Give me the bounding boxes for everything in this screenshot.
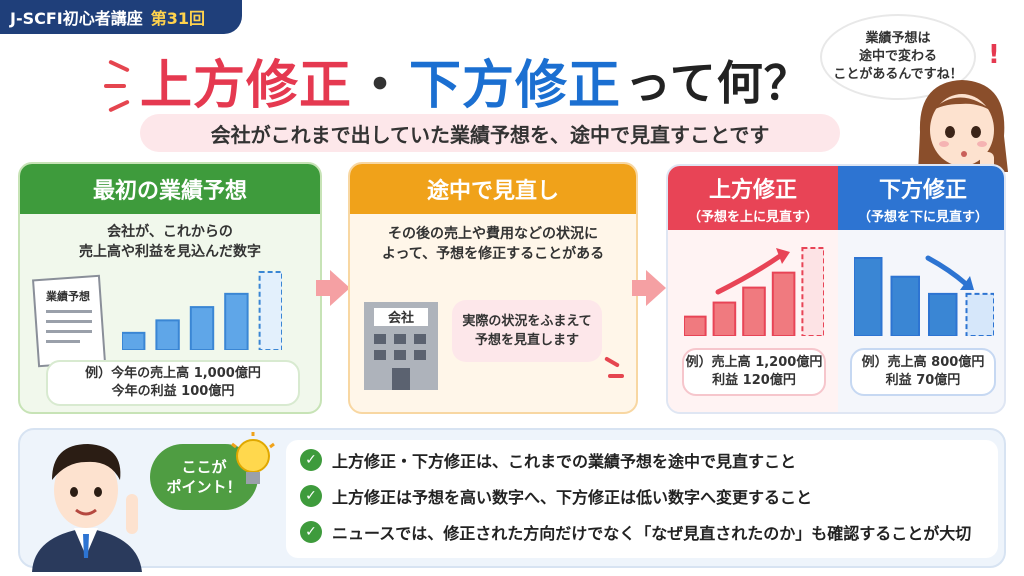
- card-revision-types: 上方修正 （予想を上に見直す） 下方修正 （予想を下に見直す） 例）売上高 1,…: [666, 164, 1006, 414]
- bar-3: [928, 292, 958, 336]
- document-label: 業績予想: [45, 289, 90, 303]
- chart-up-bars: [684, 247, 824, 336]
- subtitle: 会社がこれまで出していた業績予想を、途中で見直すことです: [140, 114, 840, 152]
- bar-3: [742, 286, 766, 336]
- point-text-2: 上方修正は予想を高い数字へ、下方修正は低い数字へ変更すること: [332, 488, 813, 507]
- title-rest: って何？: [625, 56, 811, 110]
- man-avatar-icon: [32, 444, 142, 572]
- bar-3: [189, 306, 215, 350]
- series-name: J-SCFI初心者講座: [10, 9, 143, 28]
- bar-4: [771, 271, 796, 336]
- point-item-2: ✓ 上方修正は予想を高い数字へ、下方修正は低い数字へ変更すること: [300, 484, 812, 508]
- point-text-1: 上方修正・下方修正は、これまでの業績予想を途中で見直すこと: [332, 452, 797, 471]
- check-icon: ✓: [300, 485, 322, 507]
- bar-5: [801, 247, 824, 336]
- card-down-example: 例）売上高 800億円 利益 70億円: [850, 348, 996, 396]
- bar-1: [684, 315, 707, 336]
- bar-1: [854, 257, 883, 336]
- check-icon: ✓: [300, 449, 322, 471]
- main-title: 上方修正 ・ 下方修正 って何？: [140, 40, 840, 120]
- card-initial-title: 最初の業績予想: [20, 164, 320, 214]
- company-speech-bubble: 実際の状況をふまえて 予想を見直します: [452, 300, 602, 362]
- title-dot: ・: [354, 55, 408, 116]
- speech-bubble-top: 業績予想は 途中で変わる ことがあるんですね！: [820, 14, 976, 100]
- exclaim-icon: !: [988, 40, 1000, 70]
- lightbulb-icon: [231, 432, 275, 484]
- check-icon: ✓: [300, 521, 322, 543]
- chart-initial-bars: [122, 271, 282, 350]
- title-spark-left-3: [108, 99, 130, 113]
- card-up-sub: （予想を上に見直す）: [687, 209, 818, 225]
- arrow-right-icon-1: [316, 270, 350, 306]
- down-arrow-icon: [925, 255, 969, 287]
- card-down-header: 下方修正 （予想を下に見直す）: [838, 166, 1004, 230]
- series-badge: J-SCFI初心者講座 第31回: [0, 0, 242, 34]
- bar-4: [224, 292, 249, 350]
- company-building-icon: 会社: [364, 302, 438, 390]
- bar-2: [712, 301, 737, 336]
- point-text-3: ニュースでは、修正された方向だけでなく「なぜ見直されたのか」も確認することが大切: [332, 524, 972, 543]
- bar-4: [965, 292, 994, 336]
- building-label: 会社: [388, 310, 414, 326]
- bar-2: [155, 319, 180, 350]
- card-initial-desc: 会社が、これからの 売上高や利益を見込んだ数字: [79, 224, 261, 260]
- series-episode: 第31回: [150, 9, 206, 28]
- title-spark-left-1: [108, 59, 130, 73]
- bubble-spark-2: [608, 374, 624, 378]
- card-down-title: 下方修正: [878, 177, 967, 203]
- title-down: 下方修正: [409, 55, 622, 116]
- arrow-right-icon-2: [632, 270, 666, 306]
- document-icon: 業績予想: [32, 274, 106, 368]
- bar-1: [122, 331, 146, 350]
- up-arrow-icon-head: [776, 248, 790, 264]
- bar-2: [890, 275, 920, 336]
- card-initial-example: 例）今年の売上高 1,000億円 今年の利益 100億円: [46, 360, 300, 406]
- point-list: ✓ 上方修正・下方修正は、これまでの業績予想を途中で見直すこと ✓ 上方修正は予…: [286, 440, 998, 558]
- card-midway-title: 途中で見直し: [350, 164, 636, 214]
- card-up-header: 上方修正 （予想を上に見直す）: [668, 166, 838, 230]
- card-up-title: 上方修正: [708, 177, 797, 203]
- card-midway-desc: その後の売上や費用などの状況に よって、予想を修正することがある: [381, 226, 605, 262]
- title-spark-left-2: [104, 84, 126, 88]
- down-arrow-icon-head: [960, 276, 974, 290]
- title-up: 上方修正: [140, 55, 353, 116]
- bar-5: [258, 271, 282, 350]
- chart-down-bars: [854, 255, 994, 336]
- card-initial-forecast: 最初の業績予想 会社が、これからの 売上高や利益を見込んだ数字 業績予想 例）今…: [18, 162, 322, 414]
- bubble-spark-1: [604, 356, 620, 368]
- card-up-example: 例）売上高 1,200億円 利益 120億円: [682, 348, 826, 396]
- card-down-sub: （予想を下に見直す）: [857, 209, 988, 225]
- up-arrow-icon: [715, 253, 783, 295]
- point-item-3: ✓ ニュースでは、修正された方向だけでなく「なぜ見直されたのか」も確認することが…: [300, 520, 971, 544]
- card-midway-revision: 途中で見直し その後の売上や費用などの状況に よって、予想を修正することがある …: [348, 162, 638, 414]
- point-item-1: ✓ 上方修正・下方修正は、これまでの業績予想を途中で見直すこと: [300, 448, 796, 472]
